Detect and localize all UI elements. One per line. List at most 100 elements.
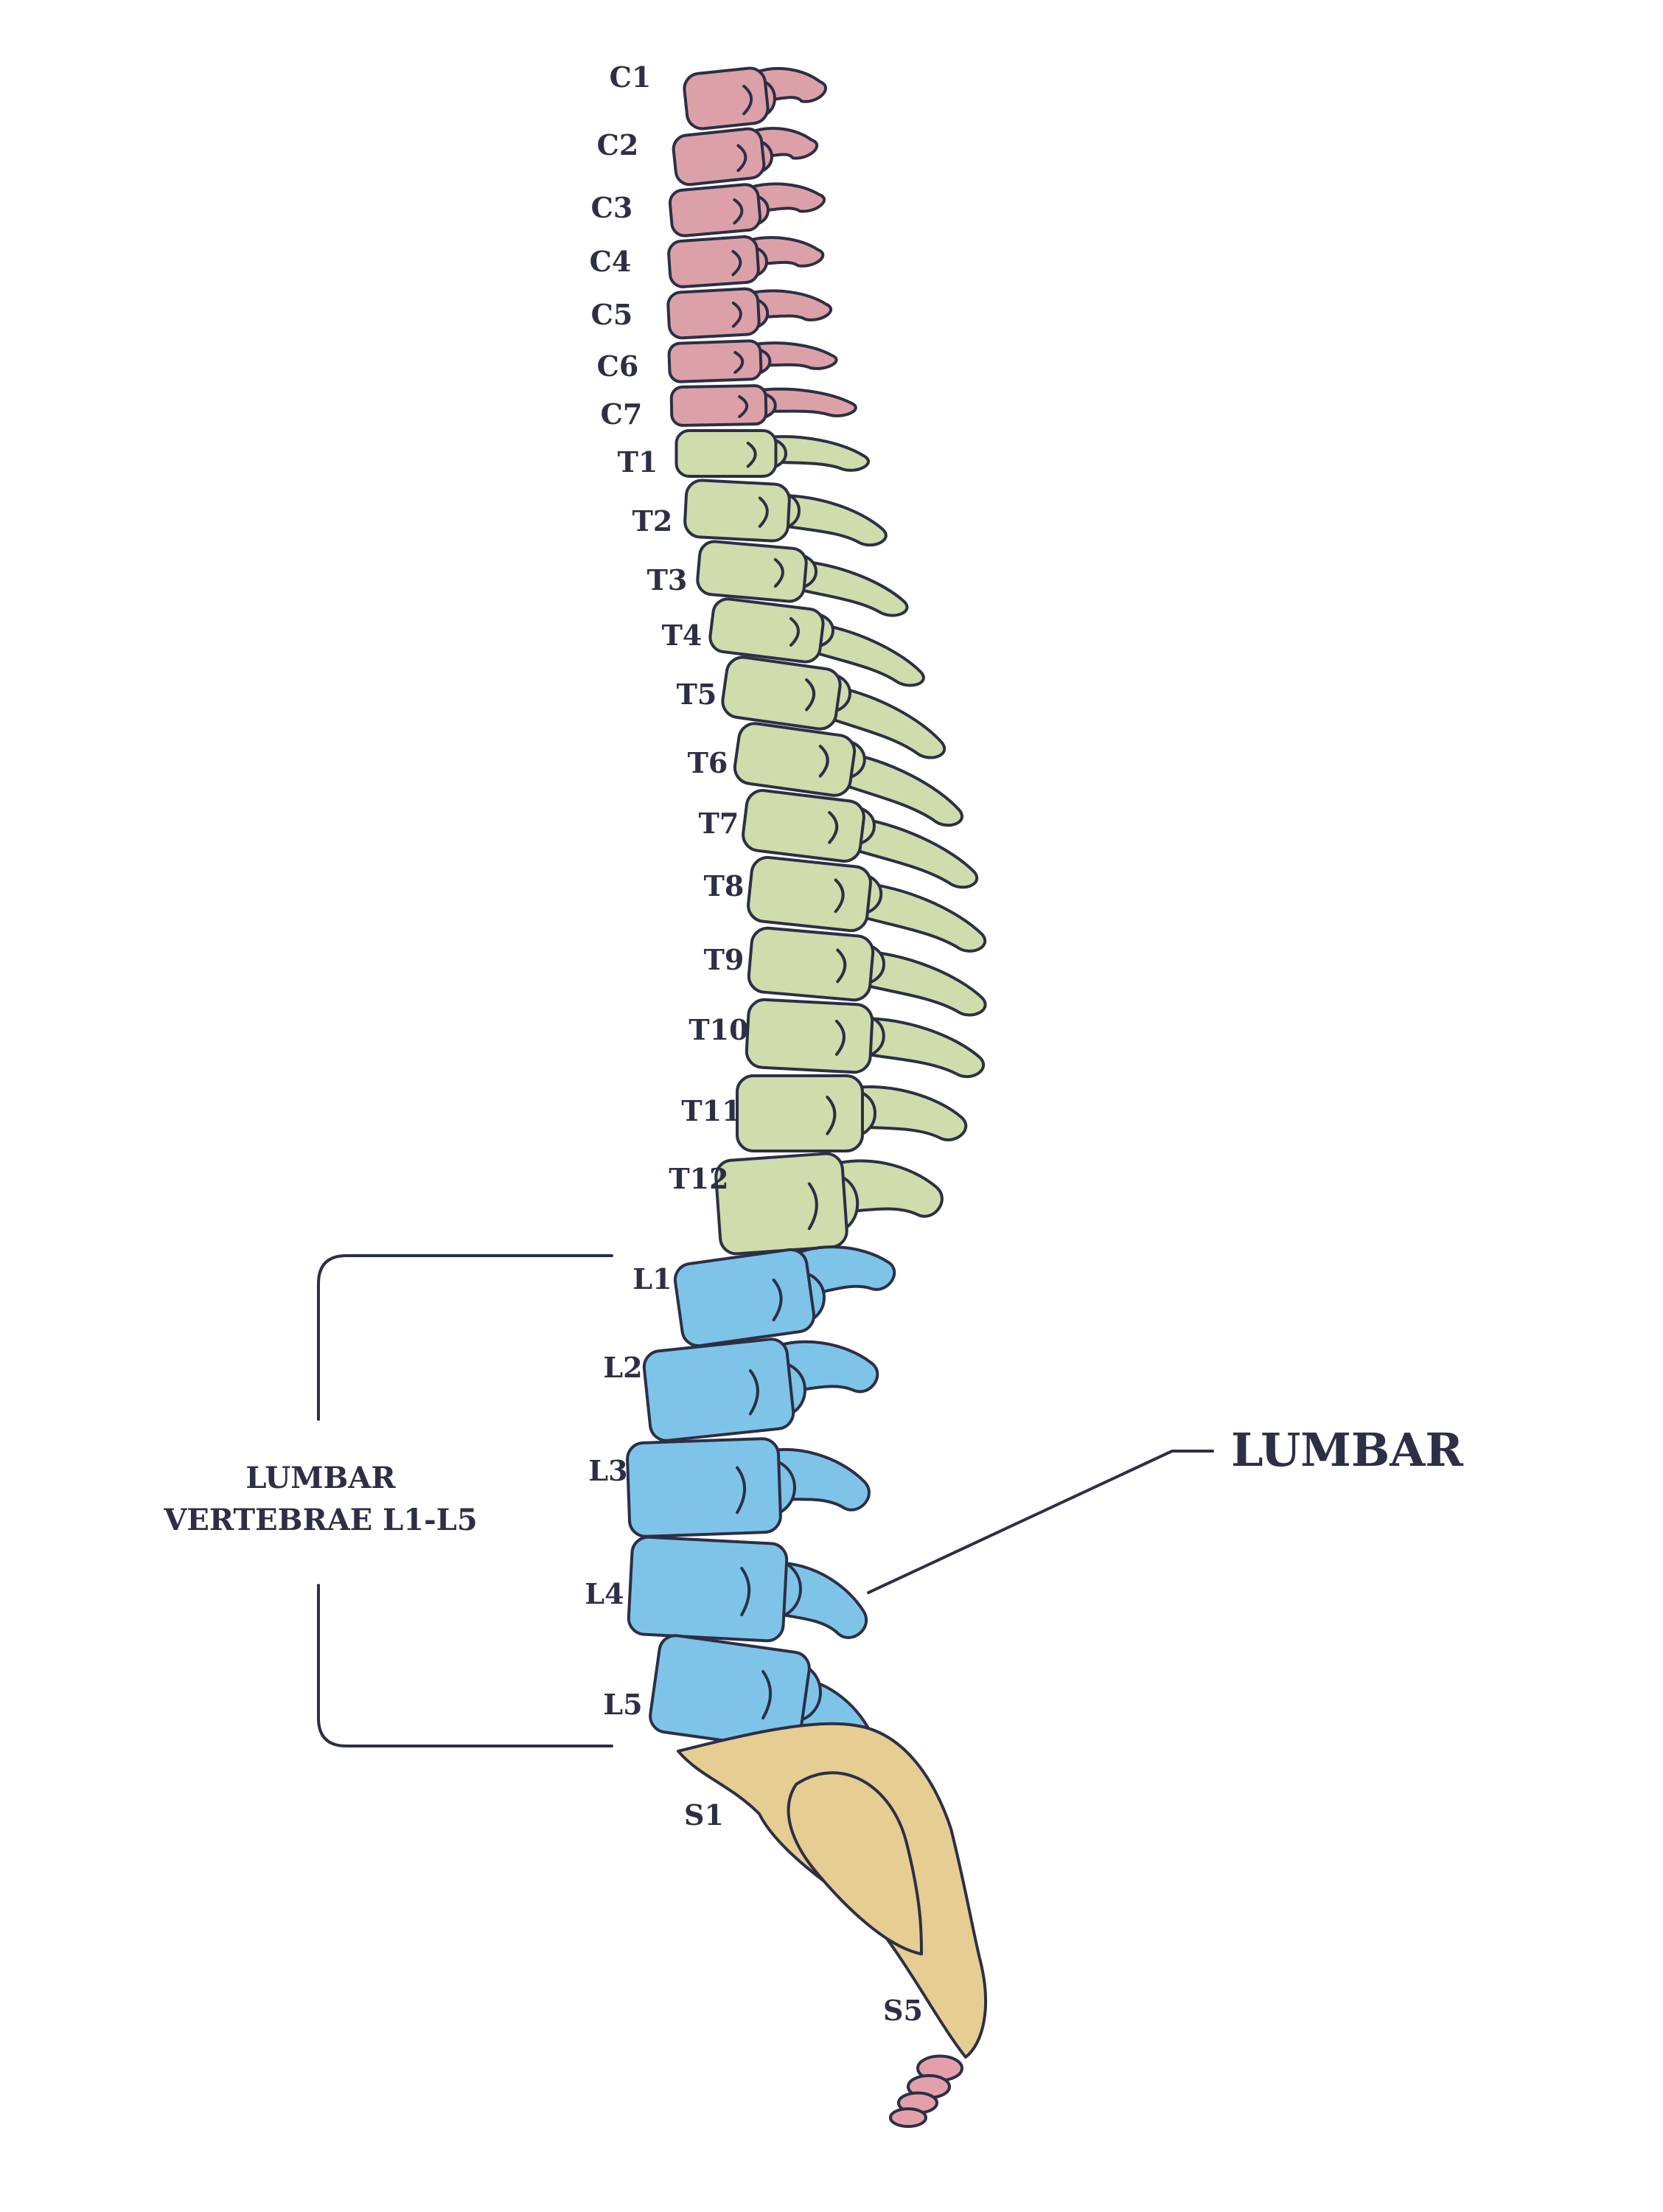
vertebra-t11-spinous-process <box>842 1085 968 1141</box>
vertebra-t10-body <box>745 998 874 1074</box>
lumbar-callout-label: LUMBAR <box>1231 1423 1463 1477</box>
lumbar-region <box>626 1245 896 1765</box>
vertebra-label: S1 <box>684 1798 724 1832</box>
vertebra-label: T10 <box>688 1013 748 1046</box>
vertebra-l4 <box>627 1535 868 1643</box>
vertebra-c2-body <box>672 127 766 187</box>
vertebra-t7-body <box>742 789 865 863</box>
vertebra-l2 <box>642 1338 879 1442</box>
vertebra-label: L2 <box>603 1351 642 1384</box>
vertebra-t4 <box>708 597 925 687</box>
vertebra-c6 <box>667 339 838 383</box>
vertebra-label: C5 <box>591 298 633 331</box>
sacrum-inner-lobe <box>787 1771 923 1955</box>
vertebra-t8-body <box>747 855 872 933</box>
vertebra-label: L5 <box>603 1688 642 1721</box>
vertebra-c4-facet <box>731 250 742 276</box>
vertebra-t4-body <box>708 597 825 664</box>
vertebra-label: T11 <box>681 1094 741 1127</box>
vertebra-c5-body <box>666 287 761 340</box>
vertebra-t11-body <box>736 1074 864 1152</box>
coccyx-segment-4 <box>889 2107 927 2128</box>
vertebra-t7-facet <box>828 811 839 844</box>
vertebra-c1 <box>683 66 827 131</box>
vertebra-t3 <box>696 540 909 617</box>
vertebra-label: T6 <box>688 746 728 779</box>
vertebra-c3 <box>668 182 826 237</box>
vertebra-c1-body <box>683 66 770 131</box>
vertebra-t1-facet <box>746 442 757 468</box>
leader-lines <box>317 1254 1214 1747</box>
vertebra-t7-spinous-process <box>838 815 979 889</box>
vertebra-c7 <box>669 384 857 427</box>
vertebra-t6-body <box>733 722 857 797</box>
vertebra-t12-body <box>714 1152 848 1256</box>
vertebra-t1 <box>674 429 871 478</box>
vertebra-t9-body <box>747 926 875 1002</box>
vertebra-l4-facet <box>740 1567 751 1616</box>
vertebra-t3-body <box>696 540 808 603</box>
vertebra-t8-facet <box>834 878 845 914</box>
vertebra-label: C2 <box>597 128 639 161</box>
vertebra-l2-body <box>642 1338 795 1442</box>
vertebra-label: L3 <box>588 1454 627 1487</box>
vertebra-t9 <box>747 926 987 1017</box>
vertebra-label: C6 <box>597 349 639 383</box>
vertebra-t2 <box>683 479 888 547</box>
vertebra-t11 <box>736 1074 968 1152</box>
vertebra-l1-body <box>673 1248 816 1348</box>
vertebra-label: C7 <box>601 397 643 431</box>
vertebra-c1-facet <box>742 84 753 116</box>
vertebra-l2-facet <box>748 1369 759 1416</box>
vertebra-l5-facet <box>761 1670 772 1719</box>
vertebra-label: T9 <box>704 943 745 976</box>
vertebra-l3-facet <box>736 1466 746 1514</box>
vertebra-c4 <box>667 235 825 288</box>
cervical-region <box>666 66 857 427</box>
vertebra-t2-body <box>683 479 791 543</box>
vertebra-c3-body <box>668 183 762 237</box>
vertebra-t10 <box>745 998 986 1079</box>
vertebra-c7-body <box>669 384 768 427</box>
vertebra-t5-body <box>721 655 842 731</box>
vertebra-t6 <box>733 722 963 827</box>
vertebra-t11-facet <box>826 1096 837 1135</box>
thoracic-region <box>674 429 987 1256</box>
vertebra-t8 <box>747 855 987 953</box>
vertebra-c6-body <box>667 339 763 383</box>
vertebra-label: T3 <box>647 563 688 597</box>
vertebra-label: L4 <box>585 1577 624 1610</box>
vertebra-c7-spinous-process <box>750 387 857 417</box>
vertebra-t9-facet <box>836 948 847 984</box>
vertebra-l1-facet <box>772 1279 783 1321</box>
bracket-label-line1: LUMBAR <box>245 1461 396 1495</box>
lumbar-callout-line <box>867 1450 1214 1594</box>
vertebra-t7 <box>742 789 979 889</box>
vertebra-c6-facet <box>733 351 745 374</box>
vertebra-label: S5 <box>883 1994 923 2027</box>
sacrum <box>677 1722 988 2059</box>
vertebra-t1-spinous-process <box>759 435 871 472</box>
vertebra-labels: C1C2C3C4C5C6C7T1T2T3T4T5T6T7T8T9T10T11T1… <box>585 60 923 2027</box>
vertebra-t5 <box>721 655 946 759</box>
vertebra-l4-body <box>627 1535 789 1643</box>
vertebra-c5-facet <box>731 302 742 328</box>
vertebra-t6-facet <box>818 745 829 778</box>
vertebra-label: T5 <box>677 678 717 711</box>
vertebra-label: T12 <box>669 1162 728 1195</box>
vertebra-c2-facet <box>736 144 747 173</box>
vertebra-label: C3 <box>591 191 633 224</box>
vertebra-l1 <box>673 1245 896 1348</box>
vertebra-t4-facet <box>789 617 800 647</box>
vertebra-c4-body <box>667 235 760 288</box>
vertebra-label: T2 <box>632 504 673 538</box>
vertebra-t5-facet <box>805 678 816 712</box>
vertebra-l3-body <box>626 1437 782 1538</box>
vertebra-t3-facet <box>773 558 784 588</box>
vertebra-l3 <box>626 1437 871 1538</box>
vertebra-label: T1 <box>618 445 658 479</box>
vertebra-t12-facet <box>807 1182 818 1231</box>
vertebra-label: T4 <box>662 619 702 652</box>
vertebra-t10-facet <box>834 1020 846 1056</box>
